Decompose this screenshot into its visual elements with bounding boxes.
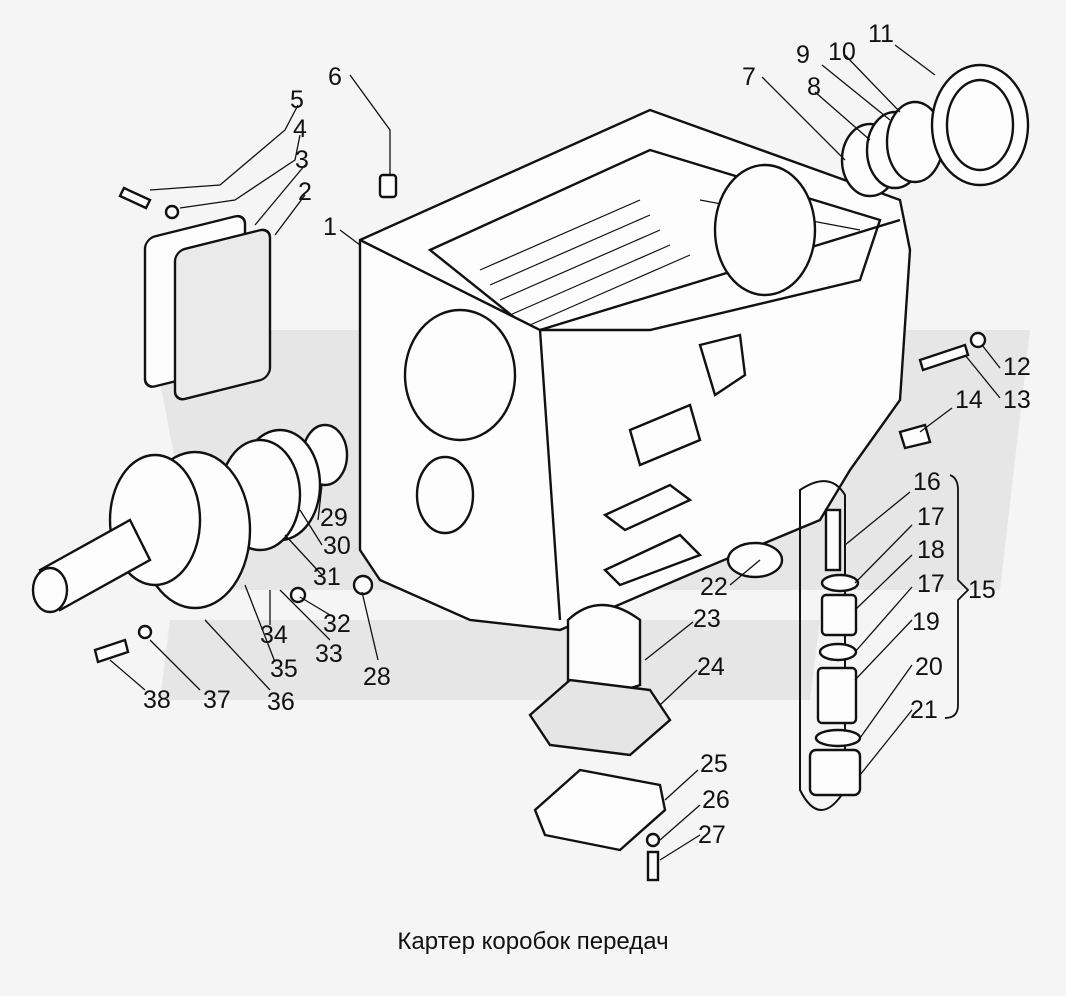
callout-31: 31 bbox=[313, 563, 341, 591]
body-19 bbox=[816, 666, 858, 725]
input-shaft-assembly bbox=[31, 423, 374, 664]
plug-32 bbox=[289, 586, 307, 604]
housing-bore-upper bbox=[403, 308, 517, 442]
callout-5: 5 bbox=[290, 86, 304, 114]
callout-8: 8 bbox=[807, 73, 821, 101]
callout-27: 27 bbox=[698, 821, 726, 849]
side-fasteners bbox=[898, 331, 987, 450]
leader-lines bbox=[109, 44, 1001, 861]
callout-1: 1 bbox=[323, 213, 337, 241]
callout-6: 6 bbox=[328, 63, 342, 91]
washer-17b bbox=[818, 642, 858, 662]
bolt-27 bbox=[646, 850, 660, 882]
callout-30: 30 bbox=[323, 532, 351, 560]
cover-gasket bbox=[173, 228, 272, 401]
callout-4: 4 bbox=[293, 115, 307, 143]
screen-23 bbox=[566, 603, 642, 694]
spring-washer bbox=[164, 204, 180, 220]
plug-21 bbox=[808, 748, 862, 797]
callout-9: 9 bbox=[796, 41, 810, 69]
group-bracket-15 bbox=[944, 474, 970, 719]
cover-25 bbox=[533, 768, 667, 852]
callout-24: 24 bbox=[697, 653, 725, 681]
washer-12 bbox=[969, 331, 987, 349]
bolt-13 bbox=[918, 343, 970, 372]
callout-14: 14 bbox=[955, 386, 983, 414]
gearbox-housing bbox=[358, 108, 912, 632]
callout-2: 2 bbox=[298, 178, 312, 206]
plug-28 bbox=[352, 574, 374, 596]
housing-side-cover-1 bbox=[628, 403, 702, 467]
callout-11: 11 bbox=[868, 20, 894, 48]
callout-17a: 17 bbox=[917, 503, 945, 531]
callout-labels: 5 4 3 2 1 6 7 8 9 10 11 12 13 14 15 16 1… bbox=[143, 20, 1031, 849]
housing-small-cover bbox=[698, 333, 747, 397]
breather-plug bbox=[378, 173, 398, 199]
washer-17a bbox=[820, 573, 860, 593]
callout-17b: 17 bbox=[917, 570, 945, 598]
callout-18: 18 bbox=[917, 536, 945, 564]
drain-plug-assembly bbox=[799, 474, 970, 811]
callout-7: 7 bbox=[742, 63, 756, 91]
callout-37: 37 bbox=[203, 686, 231, 714]
callout-23: 23 bbox=[693, 605, 721, 633]
callout-36: 36 bbox=[267, 688, 295, 716]
callout-21: 21 bbox=[910, 696, 938, 724]
spring-20 bbox=[814, 728, 862, 748]
stud-16 bbox=[824, 508, 842, 572]
bolt-38 bbox=[93, 638, 130, 664]
housing-side-cover-3 bbox=[602, 533, 703, 587]
callout-19: 19 bbox=[912, 608, 940, 636]
cover-bolt bbox=[118, 186, 152, 210]
housing-rib-hatching bbox=[479, 199, 861, 326]
callout-16: 16 bbox=[913, 468, 941, 496]
callout-32: 32 bbox=[323, 610, 351, 638]
sump-assembly bbox=[528, 541, 784, 882]
washer-26 bbox=[645, 832, 661, 848]
gasket-24 bbox=[528, 678, 672, 757]
o-ring-22 bbox=[726, 541, 784, 579]
callout-20: 20 bbox=[915, 653, 943, 681]
diagram-caption: Картер коробок передач bbox=[397, 928, 669, 955]
housing-side-cover-2 bbox=[602, 483, 693, 532]
housing-bore-lower bbox=[415, 455, 475, 535]
callout-28: 28 bbox=[363, 663, 391, 691]
callout-35: 35 bbox=[270, 655, 298, 683]
callout-25: 25 bbox=[700, 750, 728, 778]
callout-15: 15 bbox=[968, 576, 996, 604]
callout-10: 10 bbox=[828, 38, 856, 66]
callout-3: 3 bbox=[295, 146, 309, 174]
callout-13: 13 bbox=[1003, 386, 1031, 414]
callout-29: 29 bbox=[320, 504, 348, 532]
nut-18 bbox=[820, 593, 858, 637]
top-cover-assembly bbox=[118, 186, 272, 401]
washer-37 bbox=[137, 624, 153, 640]
callout-34: 34 bbox=[260, 621, 288, 649]
callout-38: 38 bbox=[143, 686, 171, 714]
housing-side-opening bbox=[713, 163, 817, 297]
callout-33: 33 bbox=[315, 640, 343, 668]
callout-22: 22 bbox=[700, 573, 728, 601]
bearing-stack bbox=[840, 63, 1030, 198]
callout-26: 26 bbox=[702, 786, 730, 814]
callout-12: 12 bbox=[1003, 353, 1031, 381]
